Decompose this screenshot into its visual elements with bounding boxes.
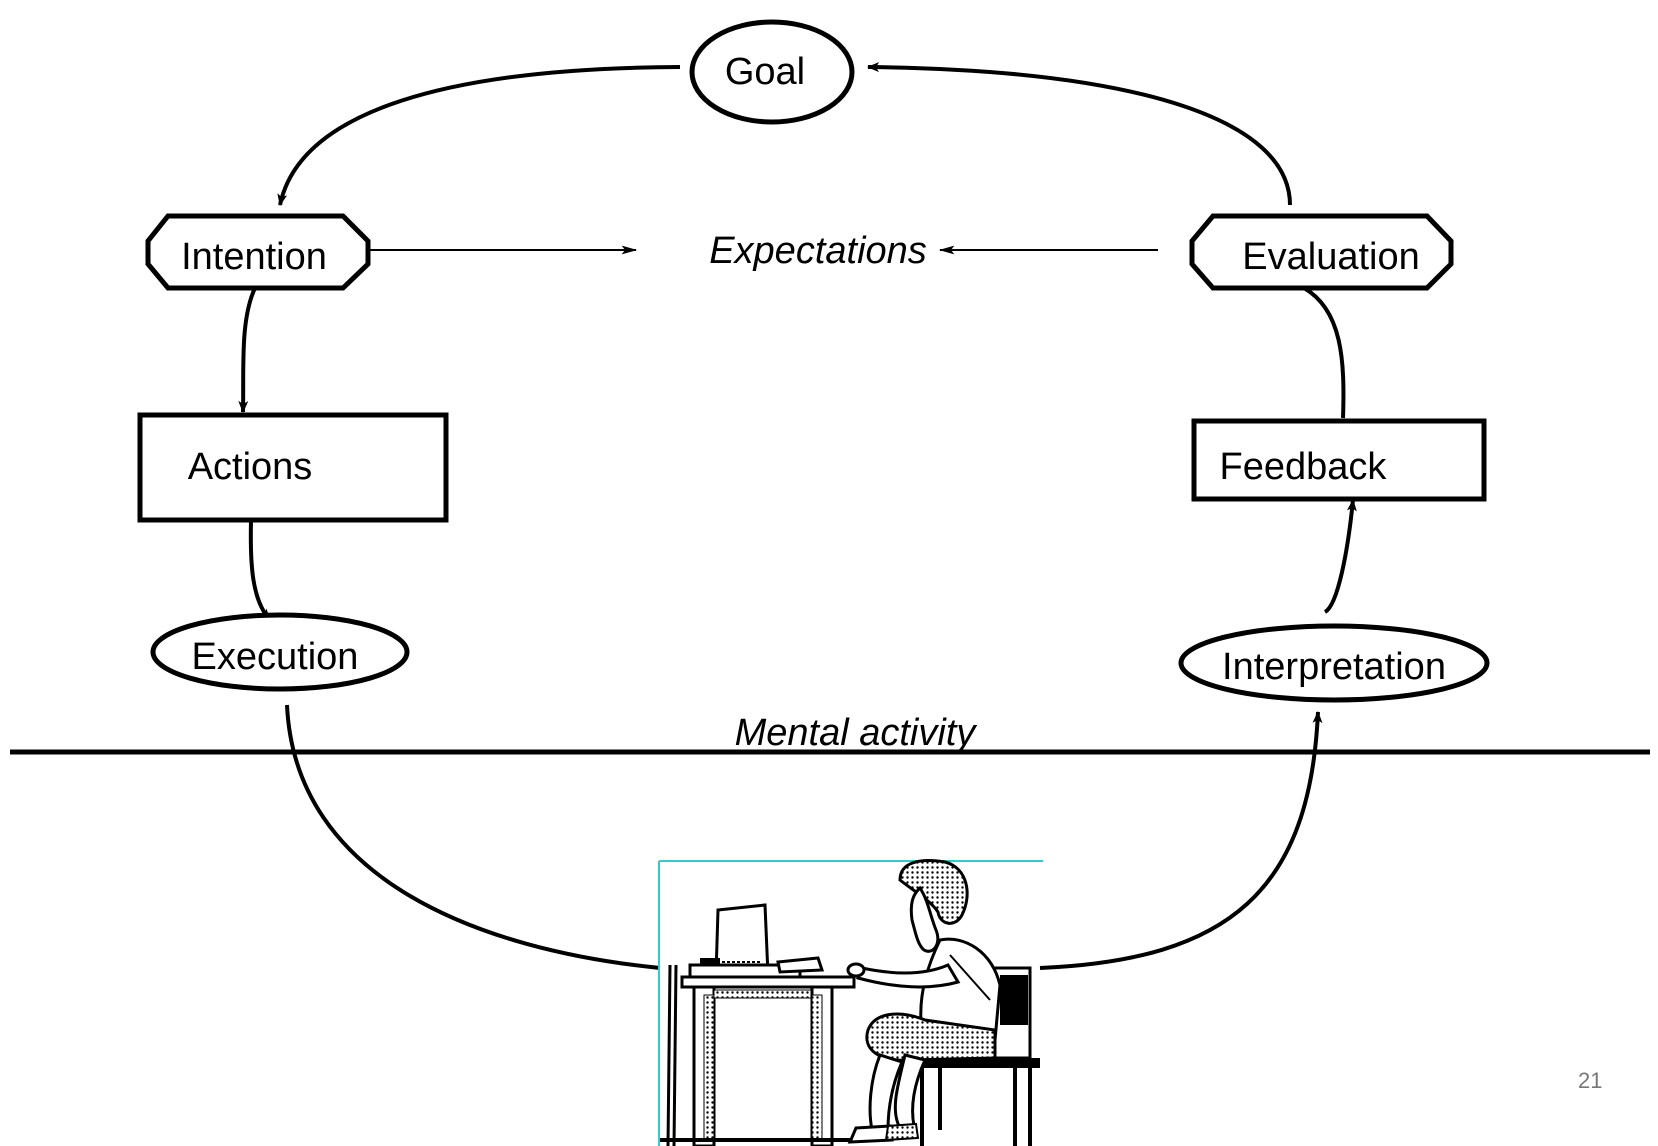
goal-node: Goal [689, 19, 855, 125]
execution-node: Execution [150, 612, 410, 692]
goal-to-intention-arrow [277, 65, 681, 206]
person-icon [846, 859, 1002, 1144]
intention-to-actions-arrow [238, 287, 257, 413]
feedback-to-evaluation-connector [1302, 286, 1346, 419]
mental-activity-label: Mental activity [735, 712, 978, 754]
execution-label: Execution [192, 636, 359, 678]
intention-node: Intention [145, 213, 371, 291]
intention-label: Intention [181, 236, 327, 278]
expectations-label: Expectations [709, 230, 927, 272]
execution-to-world-curve [285, 704, 661, 970]
evaluation-label: Evaluation [1242, 236, 1419, 278]
monitor-icon [688, 903, 825, 979]
feedback-label: Feedback [1220, 446, 1388, 488]
desk-icon [660, 964, 870, 1146]
evaluation-node: Evaluation [1189, 213, 1454, 291]
world-to-interpretation-arrow [1039, 711, 1323, 970]
interpretation-to-feedback-arrow [1323, 499, 1357, 614]
actions-label: Actions [188, 446, 313, 488]
feedback-node: Feedback [1191, 418, 1487, 502]
person-at-computer-illustration [658, 859, 1043, 1146]
actions-node: Actions [137, 412, 449, 523]
actions-to-execution-arrow [248, 520, 272, 622]
goal-label: Goal [725, 51, 805, 93]
interpretation-node: Interpretation [1178, 623, 1490, 703]
page-number: 21 [1578, 1068, 1603, 1093]
interpretation-label: Interpretation [1222, 646, 1446, 688]
evaluation-to-goal-arrow [867, 62, 1292, 206]
